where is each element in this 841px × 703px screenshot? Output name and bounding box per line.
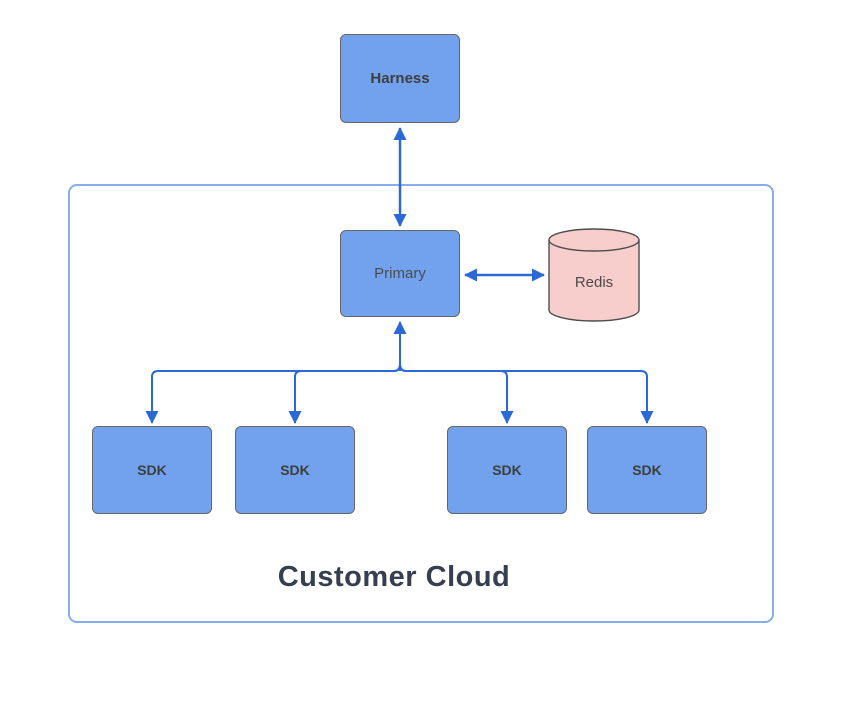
sdk-label: SDK — [280, 462, 310, 478]
harness-label: Harness — [370, 70, 430, 87]
redis-label: Redis — [574, 273, 614, 291]
redis-node: Redis — [548, 228, 640, 322]
cylinder-body — [548, 240, 640, 322]
customer-cloud-container — [68, 184, 774, 623]
harness-node: Harness — [340, 34, 460, 123]
sdk-label: SDK — [137, 462, 167, 478]
cylinder-top — [548, 228, 640, 252]
sdk-label: SDK — [632, 462, 662, 478]
sdk-node-1: SDK — [92, 426, 212, 514]
sdk-node-4: SDK — [587, 426, 707, 514]
sdk-node-2: SDK — [235, 426, 355, 514]
primary-node: Primary — [340, 230, 460, 317]
primary-label: Primary — [374, 265, 426, 282]
sdk-label: SDK — [492, 462, 522, 478]
customer-cloud-label: Customer Cloud — [277, 561, 511, 593]
sdk-node-3: SDK — [447, 426, 567, 514]
redis-cylinder — [548, 228, 640, 322]
